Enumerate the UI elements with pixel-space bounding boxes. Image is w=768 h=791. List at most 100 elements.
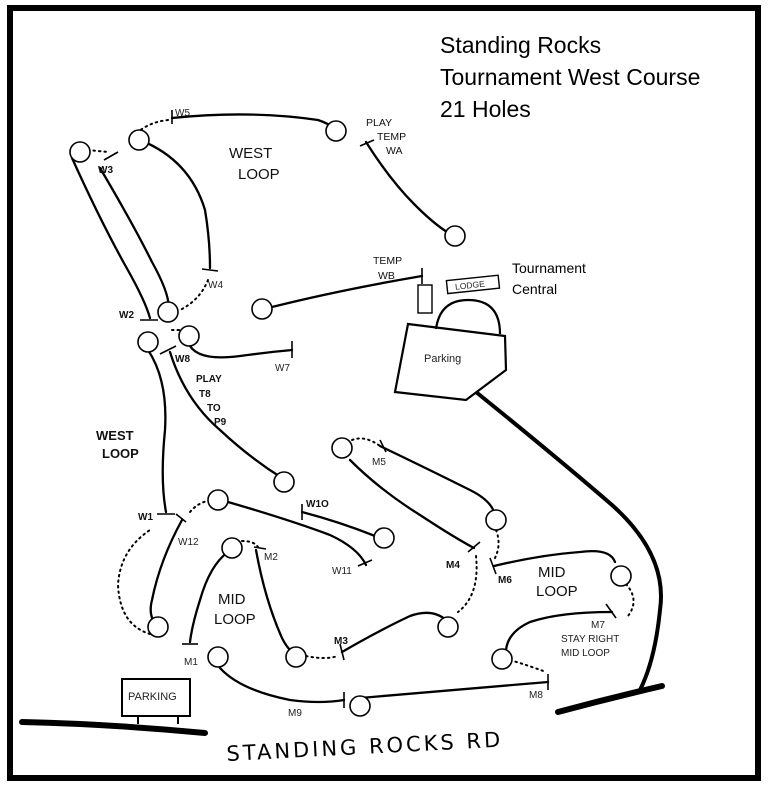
lodge: LODGE bbox=[445, 274, 501, 295]
walk-m6 bbox=[493, 529, 500, 561]
hole-label-m4: M4 bbox=[446, 560, 460, 571]
walk-w3 bbox=[87, 149, 109, 153]
basket-m8 bbox=[349, 695, 371, 717]
basket-w1 bbox=[147, 616, 169, 638]
hole-label-m5: M5 bbox=[372, 457, 386, 468]
tournament-central-line-1: Tournament bbox=[512, 260, 586, 276]
fairway-w10 bbox=[300, 510, 377, 538]
walk-m8 bbox=[509, 659, 547, 673]
parking-lot bbox=[393, 322, 508, 402]
temp-wb-line-1: TEMP bbox=[373, 255, 402, 267]
fairway-wa bbox=[364, 140, 456, 238]
road-name: STANDING ROCKS RD bbox=[226, 728, 504, 766]
tee-sign-box bbox=[417, 284, 433, 314]
mid-loop-right-label-1: MID bbox=[538, 564, 566, 581]
fairway-w1 bbox=[146, 348, 168, 514]
mid-loop-left-label-1: MID bbox=[218, 591, 246, 608]
parking-turnaround bbox=[434, 298, 502, 335]
hole-label-m7: M7 bbox=[591, 620, 605, 631]
tee-m7 bbox=[605, 603, 617, 619]
basket-w12 bbox=[207, 489, 229, 511]
tee-w12 bbox=[175, 513, 187, 523]
mid-loop-right-label-2: LOOP bbox=[536, 583, 578, 600]
play-t8-line-1: PLAY bbox=[196, 374, 222, 385]
tee-w4 bbox=[201, 268, 219, 272]
title-line-1: Standing Rocks bbox=[440, 32, 601, 58]
play-t8-line-3: TO bbox=[207, 403, 221, 414]
tee-m6 bbox=[489, 557, 497, 575]
hole-label-m8: M8 bbox=[529, 690, 543, 701]
basket-w4 bbox=[128, 129, 150, 151]
hole-label-m6: M6 bbox=[498, 575, 512, 586]
basket-w7 bbox=[178, 325, 200, 347]
hole-label-w2: W2 bbox=[119, 310, 134, 321]
parking-sign-board bbox=[121, 678, 191, 717]
fairway-m5 bbox=[378, 444, 496, 514]
walk-m7 bbox=[625, 583, 635, 617]
basket-m7 bbox=[491, 648, 513, 670]
tee-wa bbox=[359, 139, 375, 147]
fairway-w8-long bbox=[168, 350, 284, 480]
fairway-m2 bbox=[254, 548, 297, 656]
access-drive bbox=[474, 390, 663, 692]
fairway-w5 bbox=[170, 113, 338, 132]
tee-w11 bbox=[357, 559, 373, 567]
west-loop-side-label-1: WEST bbox=[96, 428, 134, 443]
fairway-m3 bbox=[340, 611, 448, 654]
hole-label-w12: W12 bbox=[178, 537, 199, 548]
road-right-segment bbox=[555, 683, 665, 715]
basket-wa bbox=[444, 225, 466, 247]
play-t8-line-4: P9 bbox=[214, 417, 227, 428]
lodge-building bbox=[445, 274, 501, 295]
map-border bbox=[7, 5, 761, 781]
parking-lot-label: Parking bbox=[424, 353, 461, 365]
basket-m2 bbox=[285, 646, 307, 668]
basket-w2 bbox=[157, 301, 179, 323]
temp-wb-line-2: WB bbox=[378, 270, 395, 282]
west-loop-top-label-1: WEST bbox=[229, 145, 272, 162]
hole-label-w1: W1 bbox=[138, 512, 153, 523]
fairway-w11 bbox=[226, 500, 368, 567]
stay-right-line-2: MID LOOP bbox=[561, 648, 610, 659]
tournament-central-line-2: Central bbox=[512, 281, 557, 297]
basket-w3 bbox=[69, 141, 91, 163]
hole-label-w4: W4 bbox=[208, 280, 223, 291]
walk-m1 bbox=[241, 540, 259, 548]
basket-m9 bbox=[207, 646, 229, 668]
lodge-label: LODGE bbox=[455, 279, 486, 292]
fairway-m4 bbox=[348, 458, 476, 550]
basket-m5 bbox=[485, 509, 507, 531]
basket-m6 bbox=[610, 565, 632, 587]
tee-m2 bbox=[253, 546, 267, 550]
fairway-w3-left bbox=[70, 156, 152, 320]
fairway-m1 bbox=[188, 550, 230, 644]
hole-label-m1: M1 bbox=[184, 657, 198, 668]
title-line-3: 21 Holes bbox=[440, 96, 531, 122]
hole-label-w7: W7 bbox=[275, 363, 290, 374]
walk-m3 bbox=[305, 655, 339, 659]
basket-m4 bbox=[331, 437, 353, 459]
title-line-2: Tournament West Course bbox=[440, 64, 700, 90]
road-left-segment bbox=[19, 719, 208, 736]
play-t8-line-2: T8 bbox=[199, 389, 211, 400]
map-title: Standing Rocks Tournament West Course 21… bbox=[440, 32, 700, 122]
walk-w4 bbox=[179, 279, 209, 311]
fairway-m9 bbox=[218, 666, 346, 704]
walk-w5 bbox=[137, 119, 169, 133]
hole-label-w3: W3 bbox=[98, 165, 113, 176]
hole-label-w8: W8 bbox=[175, 354, 190, 365]
west-loop-top-label-2: LOOP bbox=[238, 166, 280, 183]
tee-w3 bbox=[103, 151, 119, 161]
fairway-m7 bbox=[504, 610, 614, 652]
tee-m4 bbox=[467, 541, 481, 553]
mid-loop-left-label-2: LOOP bbox=[214, 611, 256, 628]
basket-m1 bbox=[221, 537, 243, 559]
stay-right-line-1: STAY RIGHT bbox=[561, 634, 619, 645]
play-temp-wa-line-2: TEMP bbox=[377, 131, 406, 143]
fairway-w4 bbox=[138, 138, 212, 270]
hole-label-m3: M3 bbox=[334, 636, 348, 647]
hole-label-w5: W5 bbox=[175, 108, 190, 119]
walk-m4 bbox=[457, 555, 478, 613]
